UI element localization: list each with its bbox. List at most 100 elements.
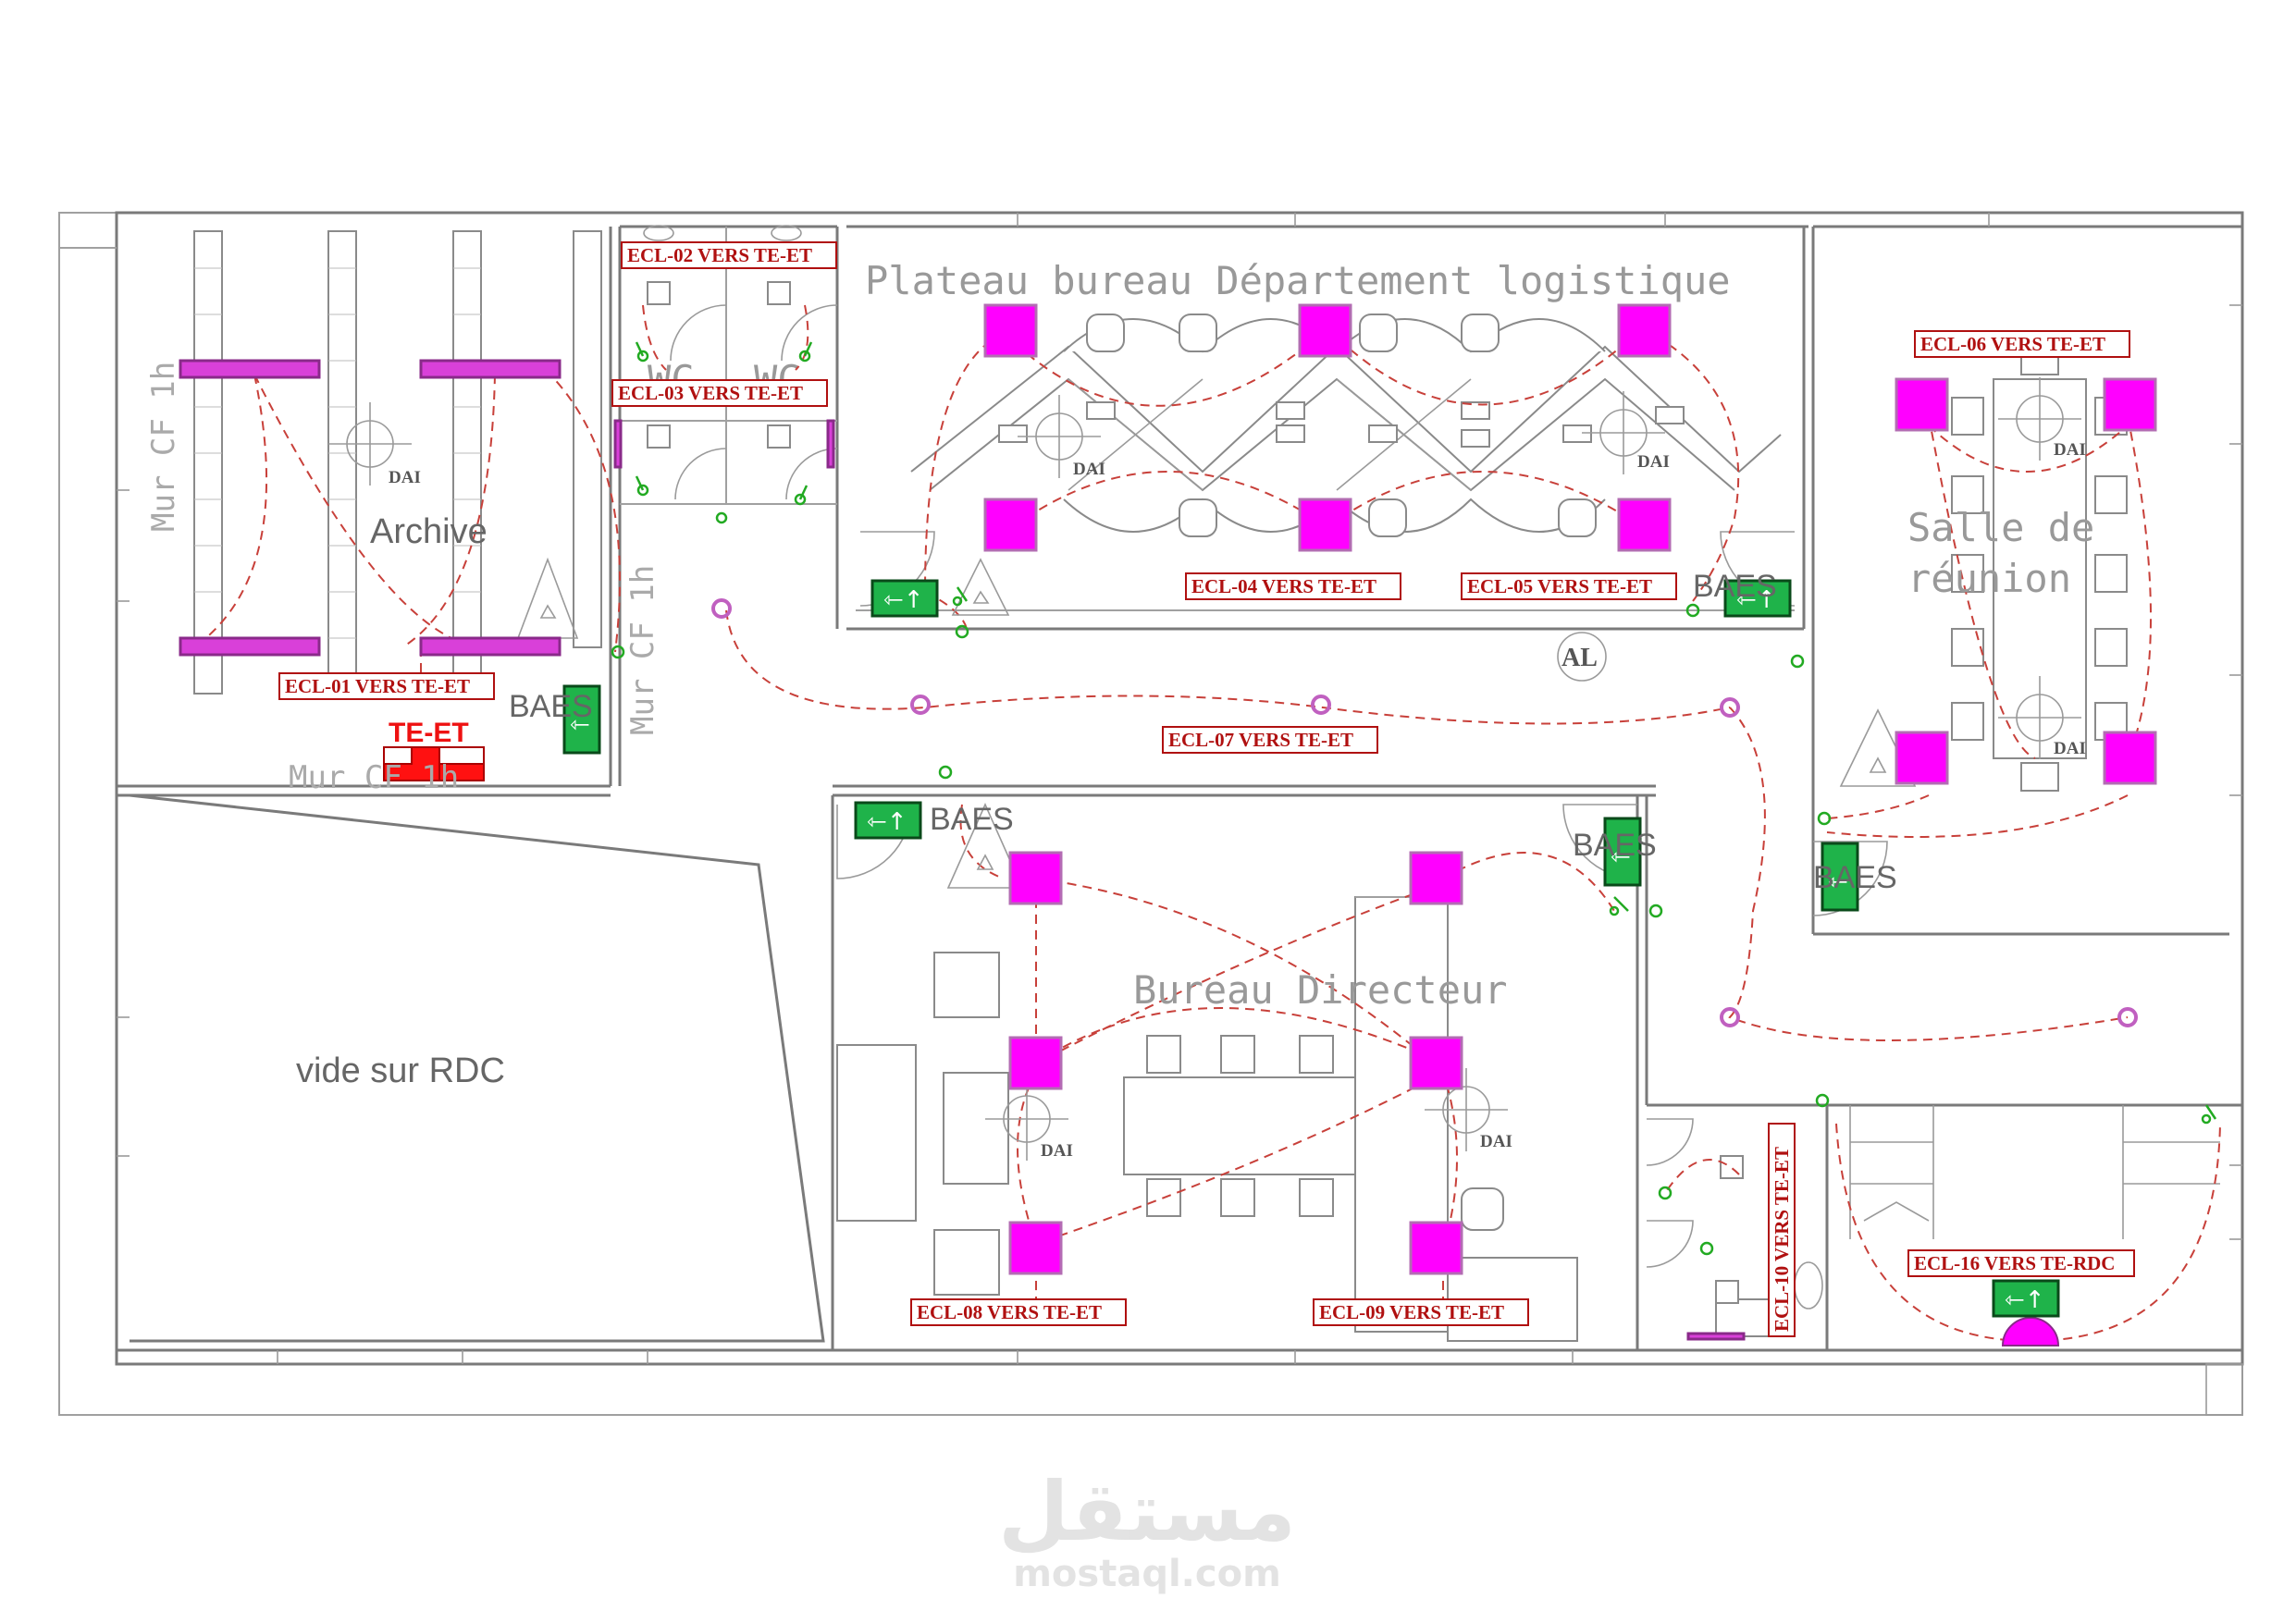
svg-text:⇽↑: ⇽↑ (883, 586, 924, 614)
smoke-detector-icon (1582, 391, 1665, 474)
smoke-detector-icon (1998, 377, 2081, 461)
baes-label: BAES (1573, 828, 1657, 863)
square-luminaire (2103, 377, 2157, 432)
square-luminaire (1008, 851, 1063, 905)
circuit-label-ecl09: ECL-09 VERS TE-ET (1319, 1301, 1504, 1323)
wall-label-cf: Mur CF 1h (624, 565, 661, 735)
dai-label: DAI (2054, 739, 2086, 758)
archive-shelving (193, 230, 602, 695)
square-luminaire (1409, 1036, 1463, 1090)
baes-label: BAES (930, 802, 1014, 837)
room-label-vide: vide sur RDC (296, 1051, 505, 1090)
baes-label: BAES (1813, 860, 1897, 895)
circuit-labels: ECL-02 VERS TE-ET ECL-03 VERS TE-ET ECL-… (278, 241, 2135, 1337)
smoke-detector-icon (1018, 395, 1101, 478)
spot-luminaire (2117, 1007, 2138, 1027)
light-switches (611, 341, 2217, 1256)
spot-luminaire (1720, 1007, 1740, 1027)
stairs-icon (1835, 1105, 2221, 1343)
light-switch-icon (794, 485, 809, 506)
emergency-exit-sign-icon: ⇽ (1603, 817, 1642, 887)
emergency-exit-sign-icon: ⇽↑ (870, 579, 939, 618)
square-luminaire (983, 498, 1038, 552)
square-luminaire (1008, 1221, 1063, 1275)
square-luminaire (1895, 731, 1949, 785)
baes-label: BAES (509, 689, 593, 724)
dai-label: DAI (1041, 1141, 1073, 1161)
dai-label: DAI (1637, 452, 1670, 472)
room-label-archive: Archive (370, 512, 488, 551)
electrical-panel: TE-ET (383, 718, 485, 781)
svg-text:⇽: ⇽ (570, 711, 590, 739)
baes-label: BAES (1693, 569, 1777, 604)
emergency-exit-sign-icon: ⇽↑ (854, 801, 922, 840)
director-office-furniture (836, 896, 1578, 1342)
fluorescent-tube-luminaire (419, 359, 562, 379)
light-switch-icon (798, 341, 813, 363)
svg-text:⇽↑: ⇽↑ (1736, 586, 1777, 614)
watermark: مستقل mostaql.com (998, 1464, 1296, 1595)
wall-label-cf: Mur CF 1h (145, 362, 182, 532)
smoke-detector-icon (985, 1077, 1068, 1161)
light-switch-icon (635, 475, 649, 497)
building-walls (58, 211, 2244, 1416)
smoke-detector-icon (1998, 676, 2081, 759)
emergency-exit-sign-icon: ⇽↑ (1992, 1279, 2060, 1318)
square-luminaire (983, 303, 1038, 358)
emergency-exit-sign-icon: ⇽↑ (1723, 579, 1792, 618)
al-label: AL (1562, 644, 1598, 672)
room-label-bureau: Bureau Directeur (1133, 967, 1508, 1013)
office-workstations (856, 314, 1795, 611)
emergency-exit-sign-icon: ⇽ (1821, 842, 1859, 912)
circuit-label-ecl08: ECL-08 VERS TE-ET (917, 1301, 1102, 1323)
svg-text:⇽↑: ⇽↑ (867, 808, 907, 836)
circuit-label-ecl16: ECL-16 VERS TE-RDC (1914, 1252, 2115, 1274)
spot-luminaire (910, 695, 931, 715)
circuit-label-ecl05: ECL-05 VERS TE-ET (1467, 575, 1652, 597)
svg-text:⇽: ⇽ (1611, 843, 1631, 871)
wall-label-cf: Mur CF 1h (289, 759, 459, 796)
square-luminaire (1895, 377, 1949, 432)
square-luminaire (1617, 498, 1672, 552)
dai-label: DAI (389, 468, 421, 487)
circuit-label-ecl03: ECL-03 VERS TE-ET (618, 382, 803, 404)
light-switch-icon (952, 586, 969, 607)
light-switch-icon (1609, 896, 1629, 916)
dai-label: DAI (1480, 1132, 1512, 1151)
warning-triangle-markers (516, 557, 1917, 889)
square-luminaire (1008, 1036, 1063, 1090)
fluorescent-tube-luminaire (179, 636, 321, 657)
spot-luminaire (1720, 697, 1740, 718)
svg-text:⇽↑: ⇽↑ (2005, 1286, 2045, 1314)
circuit-label-ecl07: ECL-07 VERS TE-ET (1168, 729, 1353, 751)
square-luminaire (1298, 303, 1352, 358)
dai-label: DAI (1073, 460, 1105, 479)
ceiling-luminaires (179, 303, 2157, 1346)
spot-luminaire (2001, 1317, 2060, 1346)
alarm-marker: AL (1557, 632, 1607, 682)
smoke-detector-group: DAI DAI DAI DAI DAI DAI DAI (328, 377, 2086, 1161)
emergency-exit-sign-icon: ⇽ (562, 684, 601, 755)
square-luminaire (1298, 498, 1352, 552)
circuit-label-ecl02: ECL-02 VERS TE-ET (627, 244, 812, 266)
room-label-salle-line1: Salle de (1907, 505, 2094, 550)
room-label-plateau: Plateau bureau Département logistique (865, 258, 1731, 303)
square-luminaire (2103, 731, 2157, 785)
room-label-salle-line2: réunion (1907, 556, 2071, 601)
square-luminaire (1617, 303, 1672, 358)
fluorescent-tube-luminaire (419, 636, 562, 657)
circuit-label-ecl06: ECL-06 VERS TE-ET (1920, 333, 2105, 355)
spot-luminaire (711, 598, 732, 619)
spot-luminaire (1311, 695, 1331, 715)
emergency-exit-signs: ⇽↑ ⇽↑ ⇽ ⇽↑ ⇽ ⇽ ⇽↑ BAES BAES BAES BAES (509, 569, 2060, 1318)
square-luminaire (1409, 851, 1463, 905)
fluorescent-tube-luminaire (179, 359, 321, 379)
light-switch-icon (635, 341, 649, 363)
dai-label: DAI (2054, 440, 2086, 460)
square-luminaire (1409, 1221, 1463, 1275)
smoke-detector-icon (328, 402, 412, 486)
svg-text:⇽: ⇽ (1828, 868, 1848, 896)
watermark-arabic: مستقل (998, 1464, 1296, 1559)
light-switch-icon (2201, 1104, 2217, 1125)
panel-label: TE-ET (389, 718, 469, 748)
